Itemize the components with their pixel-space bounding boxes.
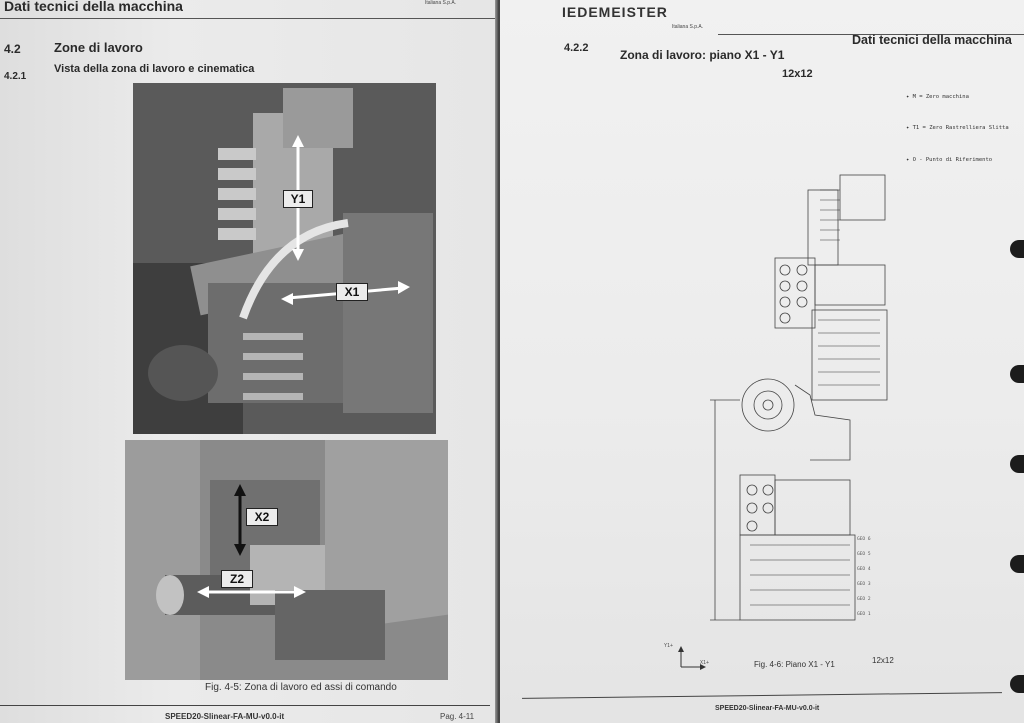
book-spine (495, 0, 503, 723)
geo-label-3: GEO 3 (857, 582, 871, 587)
legend-item-reference-point: ✦ O - Punto di Riferimento (906, 157, 993, 163)
axis-x1-label: X1+ (700, 660, 710, 666)
machine-photo-illustration (133, 83, 436, 434)
axis-label-y1: Y1 (283, 190, 313, 208)
figure-caption-right: Fig. 4-6: Piano X1 - Y1 (754, 660, 835, 669)
right-section-title: Zona di lavoro: piano X1 - Y1 (620, 48, 785, 62)
work-zone-photo-bottom: X2 Z2 (125, 440, 448, 680)
footer-rule (0, 705, 490, 706)
geo-label-4: GEO 4 (857, 567, 871, 572)
binder-tab-notch (1010, 455, 1024, 473)
right-header-rule (718, 34, 1024, 35)
crosshair-icon: ✦ (906, 125, 910, 131)
subsection-number: 4.2.1 (4, 71, 27, 82)
footer-doc-left: SPEED20-Slinear-FA-MU-v0.0-it (165, 712, 285, 721)
right-section-size: 12x12 (782, 68, 813, 80)
axes-indicator (678, 646, 706, 670)
binder-tab-notch (1010, 675, 1024, 693)
figure-caption-left: Fig. 4-5: Zona di lavoro ed assi di coma… (205, 682, 397, 693)
header-rule (0, 18, 497, 19)
work-zone-photo-top: Y1 X1 (133, 83, 436, 434)
geo-label-6: GEO 6 (857, 537, 871, 542)
legend-item-slide-zero: ✦ T1 = Zero Rastrelliera Slitta (906, 125, 1009, 131)
geo-label-1: GEO 1 (857, 612, 871, 617)
brand-logo: IEDEMEISTER (562, 4, 668, 20)
right-footer-rule (522, 692, 1002, 699)
right-page: IEDEMEISTER Italiana S.p.A. Dati tecnici… (500, 0, 1024, 723)
legend-item-machine-zero: ✦ M = Zero macchina (906, 94, 969, 100)
geo-label-2: GEO 2 (857, 597, 871, 602)
work-plane-drawing (710, 174, 888, 621)
left-page: Dati tecnici della macchina Italiana S.p… (0, 0, 497, 723)
subsection-title: Vista della zona di lavoro e cinematica (54, 63, 255, 75)
crosshair-icon: ✦ (906, 94, 910, 100)
left-company: Italiana S.p.A. (425, 0, 457, 6)
figure-size-right: 12x12 (872, 656, 894, 665)
axis-label-x2: X2 (246, 508, 278, 526)
right-section-number: 4.2.2 (564, 42, 589, 54)
binder-tab-notch (1010, 365, 1024, 383)
binder-tab-notch (1010, 555, 1024, 573)
section-number: 4.2 (4, 42, 21, 56)
right-header-title: Dati tecnici della macchina (852, 33, 1012, 47)
footer-page-left: Pag. 4-11 (440, 712, 475, 721)
axis-label-x1: X1 (336, 283, 368, 301)
axis-y1-label: Y1+ (664, 643, 674, 649)
binder-tab-notch (1010, 240, 1024, 258)
left-header-title: Dati tecnici della macchina (4, 0, 183, 14)
section-title: Zone di lavoro (54, 40, 143, 55)
right-company: Italiana S.p.A. (672, 24, 704, 30)
machine-photo-illustration-bottom (125, 440, 448, 680)
geo-label-5: GEO 5 (857, 552, 871, 557)
footer-doc-right: SPEED20-Slinear-FA-MU-v0.0-it (715, 705, 820, 712)
axis-label-z2: Z2 (221, 570, 253, 588)
crosshair-icon: ✦ (906, 157, 910, 163)
